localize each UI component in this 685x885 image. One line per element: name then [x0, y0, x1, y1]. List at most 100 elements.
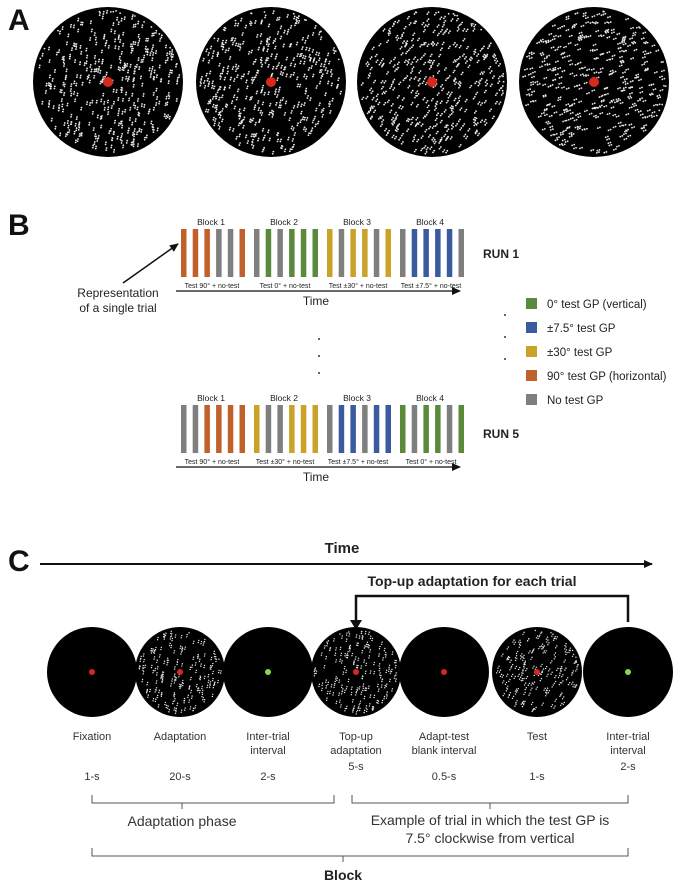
single-trial-annotation-line2: of a single trial [79, 301, 156, 315]
trial-bar [239, 405, 245, 453]
example-trial-bracket [351, 795, 629, 804]
trial-bar [254, 405, 260, 453]
legend-item: 0° test GP (vertical) [526, 298, 647, 311]
legend-item: ±30° test GP [526, 346, 613, 359]
block-caption: Test 0° + no-test [260, 282, 311, 290]
legend-swatch [526, 346, 537, 357]
fixation-dot [441, 669, 447, 675]
block-caption: Test 90° + no-test [185, 458, 240, 466]
example-trial-line1: Example of trial in which the test GP is [371, 812, 610, 828]
stage-label: Test [527, 731, 547, 743]
adaptation-phase-label: Adaptation phase [128, 813, 237, 829]
panel-c-label: C [8, 545, 30, 578]
time-axis-label: Time [303, 294, 330, 308]
fixation-dot [589, 77, 599, 87]
stage-label: Top-up [339, 731, 373, 743]
time-label: Time [325, 540, 360, 557]
legend-label: ±30° test GP [547, 347, 613, 359]
example-trial-line2: 7.5° clockwise from vertical [406, 830, 575, 846]
trial-bar [400, 405, 406, 453]
stage-duration: 2-s [620, 761, 636, 773]
ellipsis-center [318, 338, 320, 374]
topup-bracket-arrow [354, 594, 630, 622]
stage-duration: 0.5-s [432, 771, 457, 783]
trial-bar [423, 229, 429, 277]
stage-label: Adaptation [154, 731, 207, 743]
block-title: Block 4 [416, 217, 444, 227]
legend-swatch [526, 394, 537, 405]
legend-label: 0° test GP (vertical) [547, 299, 647, 311]
fixation-dot [534, 669, 540, 675]
time-axis-label: Time [303, 470, 330, 484]
trial-bar [289, 229, 295, 277]
block: Block 2 Test ±30° + no-test [254, 393, 318, 466]
trial-bar [204, 405, 210, 453]
legend-label: ±7.5° test GP [547, 323, 616, 335]
stage-duration: 2-s [260, 771, 276, 783]
block: Block 1 Test 90° + no-test [181, 393, 245, 466]
fixation-dot [89, 669, 95, 675]
trial-stage: Test 1-s [492, 627, 582, 783]
stage-duration: 20-s [169, 771, 191, 783]
trial-bar [327, 229, 333, 277]
panel-b-label: B [8, 209, 30, 242]
legend-label: No test GP [547, 395, 604, 407]
ellipsis-right [504, 314, 506, 360]
fixation-dot [265, 669, 271, 675]
block-title: Block 4 [416, 393, 444, 403]
trial-bar [277, 229, 283, 277]
block-title: Block 2 [270, 217, 298, 227]
trial-bar [458, 229, 464, 277]
legend-swatch [526, 298, 537, 309]
block-caption: Test ±30° + no-test [329, 282, 388, 290]
block-title: Block 2 [270, 393, 298, 403]
run-5-sequence: Block 1 Test 90° + no-test Block 2 Test ±30… [176, 393, 464, 484]
trial-bar [350, 229, 356, 277]
trial-bar [227, 405, 234, 453]
trial-bar [411, 229, 418, 277]
trial-bar [227, 229, 234, 277]
block-label: Block [324, 867, 362, 883]
trial-bar [300, 229, 307, 277]
fixation-dot [353, 669, 359, 675]
trial-bar [181, 229, 187, 277]
single-trial-arrow [122, 243, 179, 284]
trial-bar [265, 229, 272, 277]
trial-bar [411, 405, 418, 453]
fixation-dot [427, 77, 437, 87]
trial-bar [327, 405, 333, 453]
trial-bar [312, 229, 318, 277]
legend-item: 90° test GP (horizontal) [526, 370, 667, 383]
trial-bar [373, 405, 380, 453]
topup-arrowhead [350, 620, 362, 630]
trial-bar [204, 229, 210, 277]
trial-bar [216, 405, 222, 453]
glass-pattern-stimulus [33, 7, 183, 157]
adaptation-phase-bracket [91, 795, 335, 804]
block-caption: Test ±30° + no-test [256, 458, 315, 466]
panel-a-stimuli [33, 7, 669, 157]
legend-item: No test GP [526, 394, 604, 407]
stage-duration: 1-s [529, 771, 545, 783]
trial-bar [362, 405, 368, 453]
trial-bar [350, 405, 356, 453]
run-5-label: RUN 5 [483, 427, 519, 441]
trial-bar [458, 405, 464, 453]
glass-pattern-stimulus [519, 7, 669, 157]
trial-bar [385, 405, 391, 453]
fixation-dot [625, 669, 631, 675]
block-title: Block 3 [343, 393, 371, 403]
block: Block 2 Test 0° + no-test [254, 217, 318, 290]
trial-bar [446, 405, 453, 453]
block-title: Block 1 [197, 393, 225, 403]
block-caption: Test 90° + no-test [185, 282, 240, 290]
trial-bar [300, 405, 307, 453]
trial-bar [312, 405, 318, 453]
